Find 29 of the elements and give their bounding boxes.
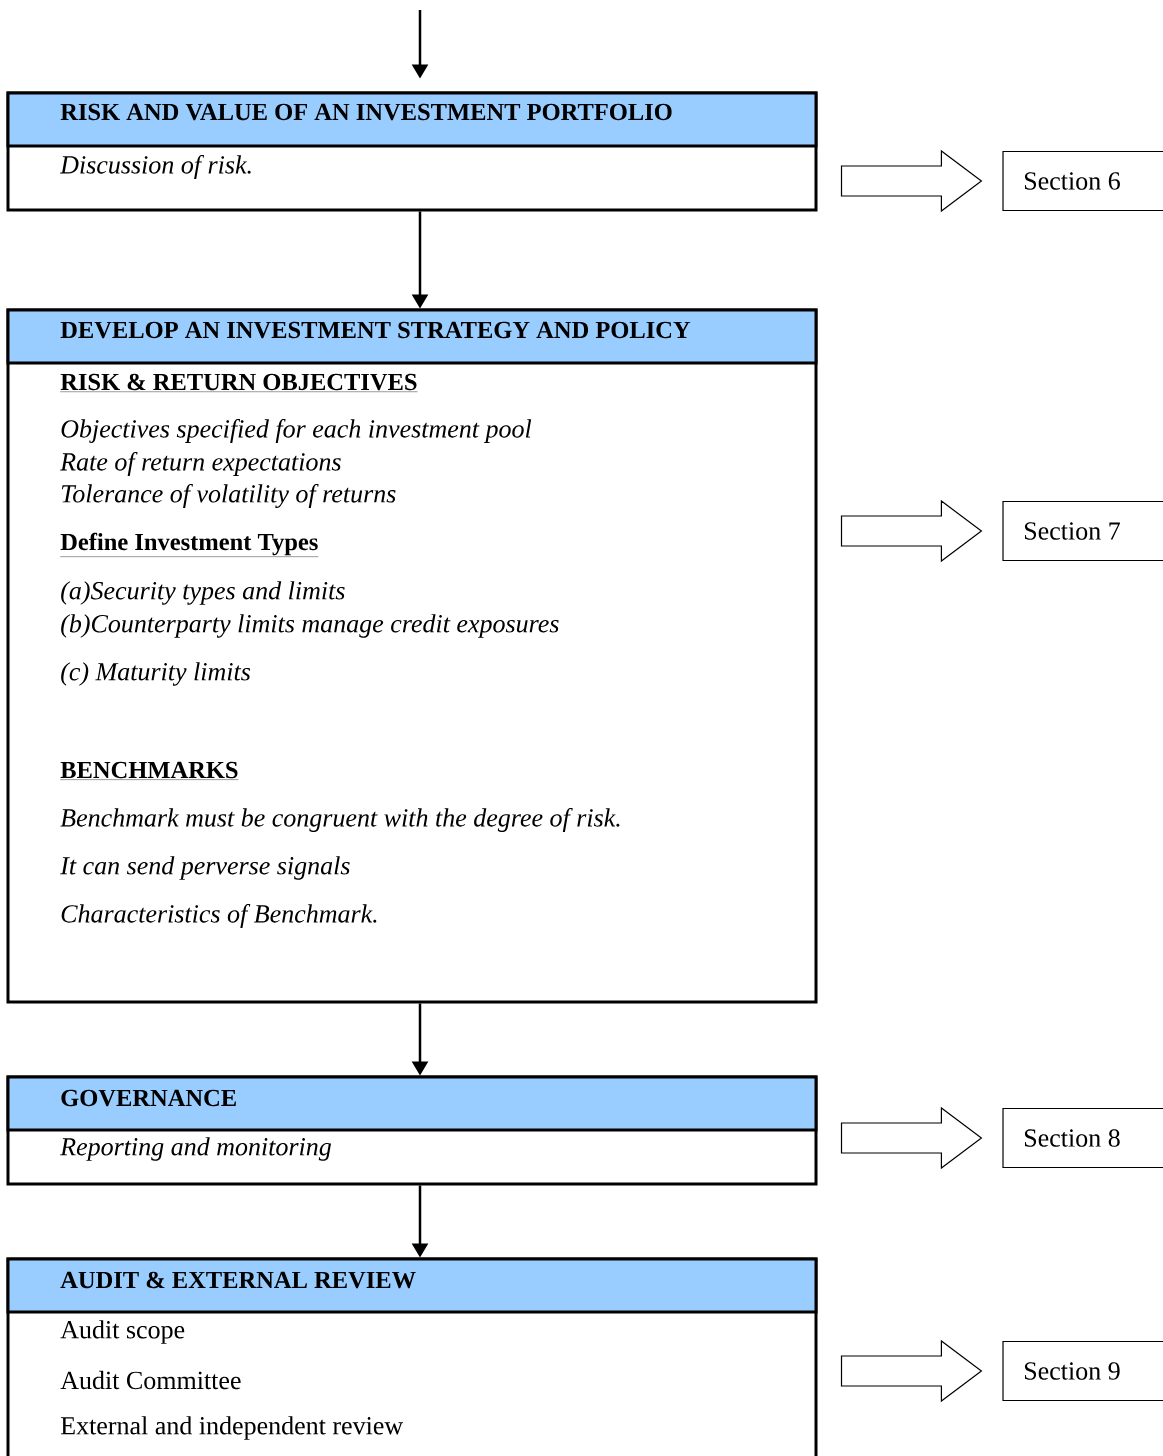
body-text: Discussion of risk.: [59, 155, 251, 179]
body-text: Benchmark must be congruent with the degree of risk.: [60, 808, 620, 832]
section-box: Section 8: [1002, 1107, 1163, 1169]
heading-text: Define Investment Types: [60, 532, 319, 557]
body-text: Characteristics of Benchmark.: [61, 904, 377, 928]
header-band: RISK AND VALUE OF AN INVESTMENT PORTFOLIO: [6, 91, 818, 148]
header-band: DEVELOP AN INVESTMENT STRATEGY AND POLICY: [6, 308, 818, 365]
body-text: Rate of return expectations: [60, 452, 341, 476]
body-text: External and independent review: [60, 1416, 404, 1440]
heading-text: BENCHMARKS: [60, 761, 239, 780]
body-text: Audit Committee: [60, 1370, 241, 1390]
section-box: Section 9: [1002, 1340, 1163, 1402]
body-text: (b)Counterparty limits manage credit exposures: [61, 614, 559, 638]
block-arrow: [840, 1106, 983, 1170]
section-box: Section 7: [1002, 500, 1163, 562]
body-text: Audit scope: [60, 1320, 185, 1344]
block-arrow: [840, 1339, 983, 1403]
block-arrow: [840, 149, 983, 213]
block-arrow: [840, 499, 983, 563]
body-text: It can send perverse signals: [60, 856, 350, 880]
body-text: (a)Security types and limits: [61, 581, 345, 605]
body-text: Tolerance of volatility of returns: [61, 484, 396, 508]
heading-text: RISK & RETURN OBJECTIVES: [60, 373, 418, 392]
header-band: AUDIT & EXTERNAL REVIEW: [6, 1257, 818, 1314]
section-box: Section 6: [1002, 150, 1163, 212]
body-text: (c) Maturity limits: [61, 662, 251, 686]
body-text: Reporting and monitoring: [60, 1137, 331, 1161]
body-text: Objectives specified for each investment pool: [61, 419, 532, 443]
header-band: GOVERNANCE: [6, 1075, 818, 1132]
